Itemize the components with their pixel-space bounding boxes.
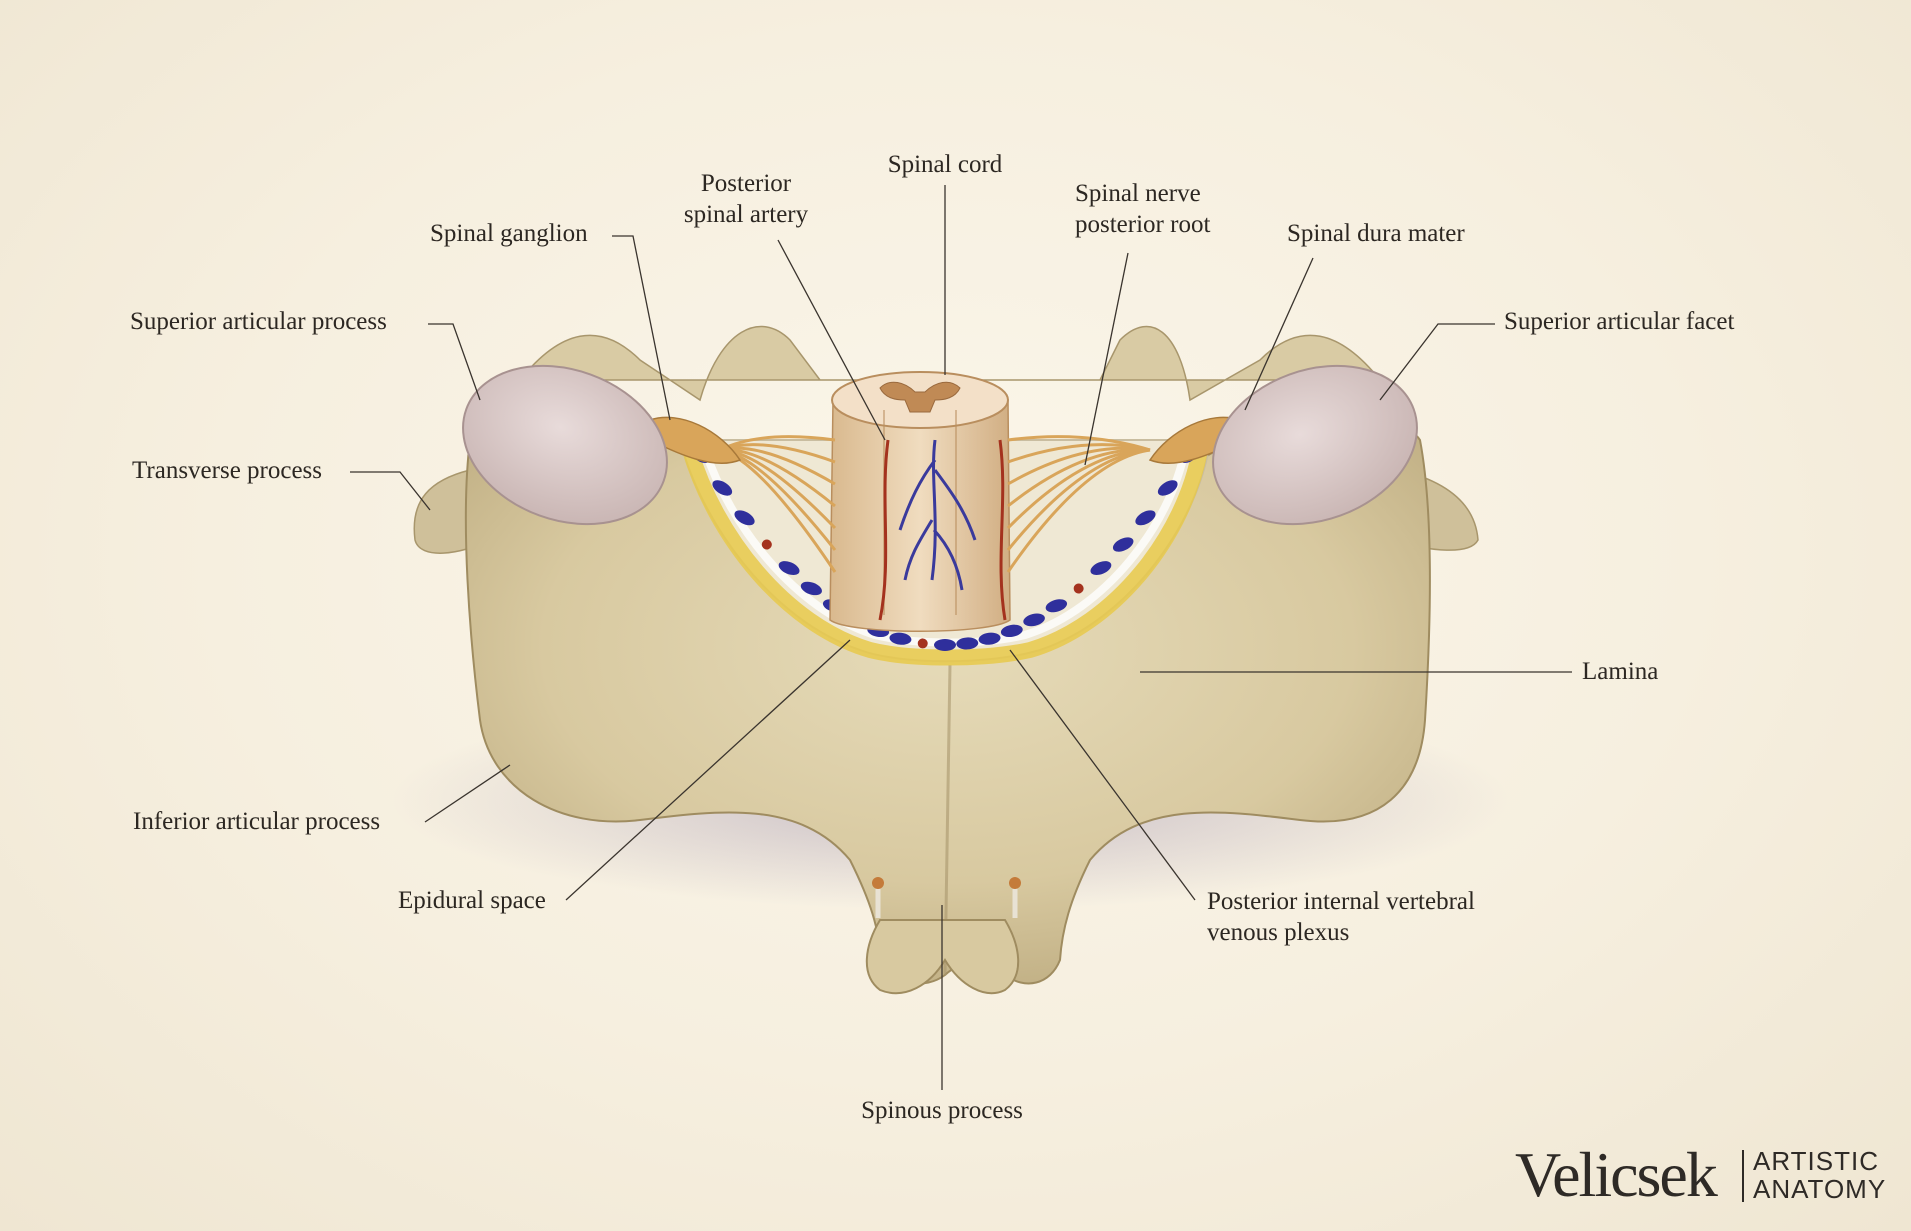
- posterior-arch-back: [518, 325, 1382, 402]
- ligament-pin-right-head: [1009, 877, 1021, 889]
- nerve-rootlet-right: [1006, 448, 1151, 573]
- leader-spinal-dura-mater: [1244, 257, 1314, 411]
- leader-superior-articular-process: [428, 323, 481, 401]
- leader-spinal-ganglion: [612, 235, 671, 421]
- label-venous-plexus-line1: Posterior internal vertebral: [1207, 888, 1475, 915]
- label-lamina: Lamina: [1582, 658, 1659, 685]
- label-posterior-spinal-artery-line2: spinal artery: [683, 201, 809, 228]
- brand-divider: [1742, 1150, 1744, 1202]
- label-epidural-space: Epidural space: [398, 887, 546, 914]
- label-spinal-nerve-posterior-root-line1: Spinal nerve: [1075, 180, 1201, 207]
- plexus-vein: [956, 637, 979, 650]
- label-spinal-dura-mater: Spinal dura mater: [1287, 220, 1465, 247]
- plexus-vein: [978, 632, 1001, 645]
- plexus-vein: [800, 581, 822, 596]
- leader-venous-plexus: [1009, 649, 1196, 901]
- label-superior-articular-facet: Superior articular facet: [1504, 308, 1735, 335]
- plexus-artery: [1073, 583, 1084, 594]
- superior-articular-facet-right: [1212, 364, 1418, 526]
- leader-inferior-articular-process: [424, 764, 511, 823]
- spinal-cord-shape: [829, 399, 1011, 632]
- posterior-spinal-artery-left: [878, 439, 890, 621]
- leader-epidural-space: [565, 639, 851, 901]
- label-transverse-process: Transverse process: [132, 457, 323, 484]
- plexus-vein: [712, 480, 733, 496]
- label-posterior-spinal-artery-line1: Posterior: [700, 170, 792, 197]
- brand-name: Velicsek: [1515, 1139, 1718, 1210]
- leader-transverse-process: [350, 471, 431, 511]
- plexus-vein: [1090, 561, 1112, 576]
- brand-line2: ANATOMY: [1753, 1174, 1887, 1204]
- posterior-spinal-vein: [898, 439, 977, 591]
- label-superior-articular-process: Superior articular process: [130, 308, 387, 335]
- leader-posterior-spinal-artery: [777, 239, 886, 441]
- epidural-fat-band: [682, 447, 1208, 666]
- plexus-vein: [734, 510, 755, 526]
- plexus-vein: [1135, 510, 1156, 526]
- plexus-vein: [1023, 613, 1045, 627]
- venous-plexus-group: [690, 447, 1200, 651]
- label-spinous-process: Spinous process: [861, 1097, 1023, 1124]
- superior-articular-facet-left: [462, 364, 668, 526]
- posterior-spinal-artery-right: [998, 439, 1007, 621]
- leader-spinal-nerve-posterior-root: [1084, 252, 1129, 466]
- label-spinal-nerve-posterior-root-line2: posterior root: [1075, 211, 1211, 238]
- plexus-vein: [778, 561, 800, 576]
- label-inferior-articular-process: Inferior articular process: [133, 808, 381, 835]
- leader-superior-articular-facet: [1379, 323, 1495, 401]
- plexus-vein: [889, 632, 912, 645]
- plexus-vein: [934, 639, 956, 651]
- plexus-artery: [761, 539, 772, 550]
- label-posterior-spinal-artery: Posterior spinal artery: [656, 168, 836, 230]
- label-spinal-cord: Spinal cord: [887, 151, 1003, 178]
- label-spinal-ganglion: Spinal ganglion: [430, 220, 588, 247]
- grey-matter: [879, 381, 961, 413]
- plexus-artery: [917, 638, 928, 649]
- leader-lines: [350, 185, 1572, 1090]
- plexus-vein: [1112, 537, 1134, 552]
- label-posterior-internal-vertebral-venous-plexus: Posterior internal vertebral venous plex…: [1207, 886, 1475, 948]
- brand-line1: ARTISTIC: [1753, 1146, 1879, 1176]
- plexus-vein: [1000, 624, 1023, 638]
- label-spinal-nerve-posterior-root: Spinal nerve posterior root: [1075, 178, 1210, 240]
- spinal-ganglion-left: [649, 416, 742, 464]
- plexus-vein: [1045, 599, 1068, 613]
- label-venous-plexus-line2: venous plexus: [1207, 919, 1350, 946]
- ligament-pin-left-head: [872, 877, 884, 889]
- plexus-vein: [1157, 480, 1178, 496]
